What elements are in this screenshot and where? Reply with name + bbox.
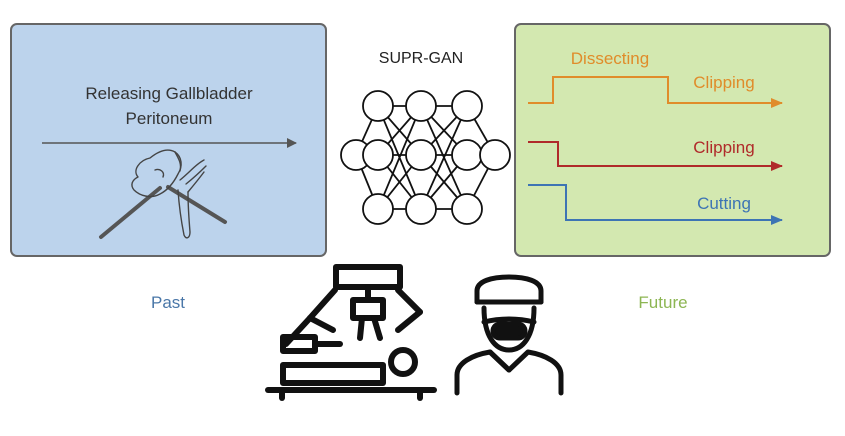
network-node	[362, 193, 394, 225]
future-box	[514, 23, 831, 257]
surgeon-icon	[454, 274, 564, 396]
future-panel: Dissecting Clipping Clipping Cutting Fut…	[514, 23, 831, 312]
track2-label-clipping: Clipping	[693, 138, 754, 157]
network-node	[451, 193, 483, 225]
network-node	[451, 90, 483, 122]
network-edge	[420, 105, 468, 210]
gallbladder-sketch-icon	[99, 149, 227, 239]
network-node	[362, 139, 394, 171]
network-node	[405, 139, 437, 171]
past-box	[10, 23, 327, 257]
track1-line	[528, 76, 783, 108]
network-node	[405, 90, 437, 122]
future-track-2: Clipping	[528, 138, 783, 171]
track3-line	[528, 184, 783, 225]
track3-label-cutting: Cutting	[697, 194, 751, 213]
network-edge	[377, 105, 422, 210]
future-track-1: Dissecting Clipping	[528, 49, 783, 108]
network-node	[405, 193, 437, 225]
surgical-robot-icon	[265, 264, 437, 401]
future-caption: Future	[638, 293, 687, 312]
track2-line	[528, 141, 783, 171]
track1-label-dissecting: Dissecting	[571, 49, 649, 68]
past-panel: Releasing Gallbladder Peritoneum Past	[10, 23, 327, 312]
past-caption: Past	[151, 293, 185, 312]
model-label: SUPR-GAN	[379, 50, 463, 67]
model-panel: SUPR-GAN	[340, 50, 511, 225]
neural-network-icon	[340, 90, 511, 225]
network-node	[451, 139, 483, 171]
phase-text-line2: Peritoneum	[126, 109, 213, 128]
network-node	[479, 139, 511, 171]
track1-label-clipping: Clipping	[693, 73, 754, 92]
future-track-3: Cutting	[528, 184, 783, 225]
network-node	[362, 90, 394, 122]
phase-text-line1: Releasing Gallbladder	[85, 84, 253, 103]
